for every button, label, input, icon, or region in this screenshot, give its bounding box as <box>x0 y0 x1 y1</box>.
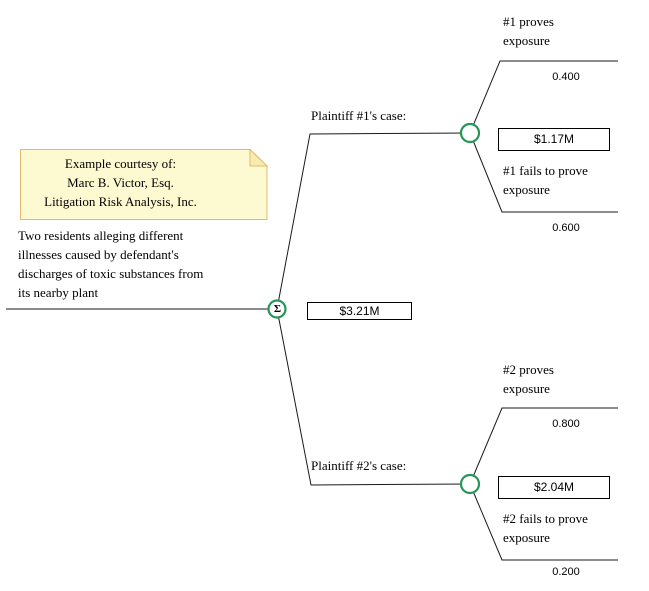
branch-line-1-fails <box>469 132 618 213</box>
sticky-note-text: Example courtesy of: Marc B. Victor, Esq… <box>44 156 197 209</box>
chance-node-plaintiff-1[interactable] <box>459 122 481 144</box>
outcome-label-1-proves: #1 proves exposure <box>503 14 554 48</box>
branch-label-plaintiff-1: Plaintiff #1's case: <box>311 108 407 123</box>
branch-line-1-proves <box>469 60 618 134</box>
branch-line-2-proves <box>469 407 618 485</box>
outcome-label-2-fails: #2 fails to prove exposure <box>503 511 588 545</box>
branch-line-plaintiff-1 <box>276 132 471 310</box>
sticky-note-fold-icon <box>249 148 269 167</box>
probability-1-proves: 0.400 <box>552 71 580 83</box>
root-description: Two residents alleging different illness… <box>18 228 204 300</box>
root-sum-node[interactable] <box>267 299 287 319</box>
branch-line-2-fails <box>469 483 618 561</box>
value-box-plaintiff-2: $2.04M <box>498 476 610 499</box>
outcome-label-1-fails: #1 fails to prove exposure <box>503 163 588 197</box>
sticky-note-shape <box>20 149 268 220</box>
branch-label-plaintiff-2: Plaintiff #2's case: <box>311 458 407 473</box>
probability-1-fails: 0.600 <box>552 222 580 234</box>
sum-node-symbol: Σ <box>273 303 282 315</box>
branch-line-plaintiff-2 <box>276 308 471 486</box>
probability-2-proves: 0.800 <box>552 418 580 430</box>
chance-node-plaintiff-2[interactable] <box>459 473 481 495</box>
root-value-box: $3.21M <box>307 302 412 320</box>
value-box-plaintiff-1: $1.17M <box>498 128 610 151</box>
probability-2-fails: 0.200 <box>552 566 580 578</box>
outcome-label-2-proves: #2 proves exposure <box>503 362 554 396</box>
